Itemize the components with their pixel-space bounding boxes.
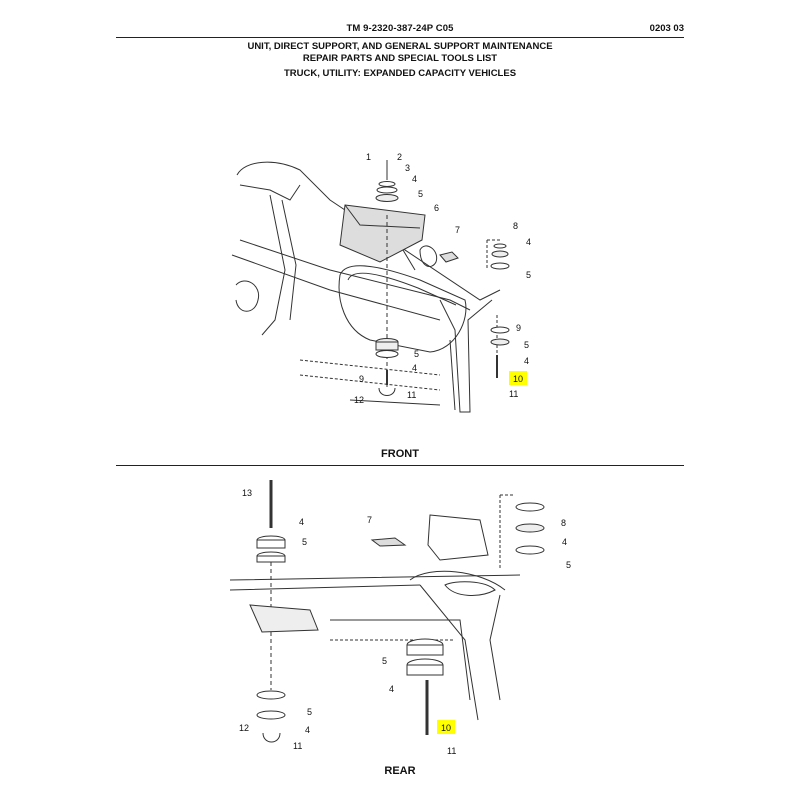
callout-5: 5 (307, 707, 312, 717)
callout-3: 3 (405, 163, 410, 173)
callout-4: 4 (389, 684, 394, 694)
callout-10: 10 (513, 374, 523, 384)
callout-8: 8 (561, 518, 566, 528)
callout-1: 1 (366, 152, 371, 162)
callout-4: 4 (524, 356, 529, 366)
callout-9: 9 (516, 323, 521, 333)
callout-12: 12 (239, 723, 249, 733)
callout-5: 5 (526, 270, 531, 280)
callout-6: 6 (434, 203, 439, 213)
title-line-2: REPAIR PARTS AND SPECIAL TOOLS LIST (302, 53, 498, 64)
header-rule (116, 37, 684, 38)
title-line-1: UNIT, DIRECT SUPPORT, AND GENERAL SUPPOR… (247, 41, 553, 52)
highlight-10-rear (437, 720, 455, 734)
callout-4: 4 (562, 537, 567, 547)
rear-view-label: REAR (384, 765, 416, 777)
callout-7: 7 (455, 225, 460, 235)
callout-8: 8 (513, 221, 518, 231)
callout-2: 2 (397, 152, 402, 162)
highlight-10-front (509, 371, 527, 385)
callout-4: 4 (299, 517, 304, 527)
tm-number: TM 9-2320-387-24P C05 (346, 23, 454, 34)
callout-5: 5 (566, 560, 571, 570)
callout-11: 11 (293, 741, 302, 751)
callout-9: 9 (359, 374, 364, 384)
callout-5: 5 (418, 189, 423, 199)
callout-11: 11 (407, 390, 416, 400)
callout-5: 5 (302, 537, 307, 547)
front-view-label: FRONT (381, 448, 419, 460)
callout-7: 7 (367, 515, 372, 525)
callout-4: 4 (412, 363, 417, 373)
title-line-3: TRUCK, UTILITY: EXPANDED CAPACITY VEHICL… (283, 68, 517, 79)
section-divider (116, 465, 684, 466)
callout-11: 11 (447, 746, 456, 756)
callout-4: 4 (526, 237, 531, 247)
callout-5: 5 (382, 656, 387, 666)
callout-5: 5 (524, 340, 529, 350)
callout-11: 11 (509, 389, 518, 399)
callout-4: 4 (412, 174, 417, 184)
page-code: 0203 03 (649, 23, 684, 34)
callout-4: 4 (305, 725, 310, 735)
callout-13: 13 (242, 488, 252, 498)
callout-12: 12 (354, 395, 364, 405)
callout-10: 10 (441, 723, 451, 733)
callout-5: 5 (414, 349, 419, 359)
